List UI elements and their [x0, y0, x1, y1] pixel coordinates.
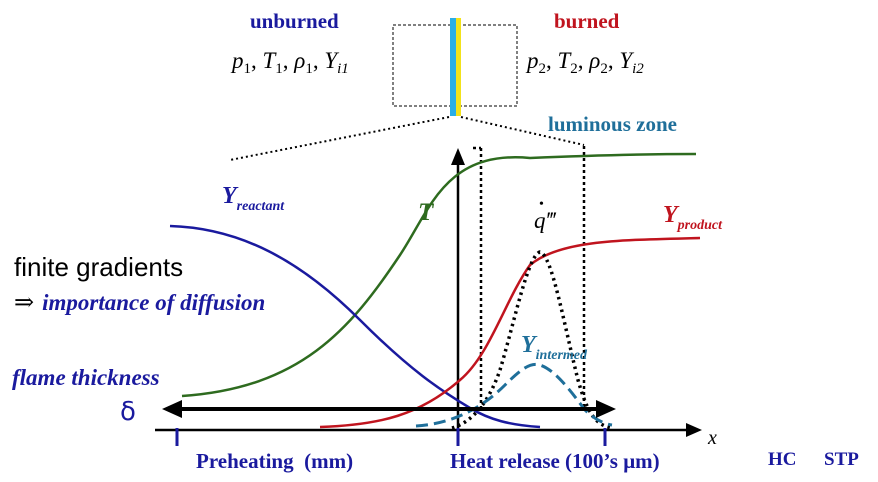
y-product-label: Yproduct: [663, 202, 723, 233]
flame-thickness-arrowhead-left: [162, 400, 182, 418]
heat-release-label-bottom: Heat release (100’s μm): [450, 449, 660, 473]
heat-release-label: q‴: [534, 208, 557, 233]
y-intermed-curve: [415, 362, 613, 428]
y-reactant-label: Yreactant: [222, 183, 285, 214]
flame-sheet-yellow: [456, 18, 461, 116]
flame-sheet-blue: [450, 18, 456, 116]
preheating-label: Preheating (mm): [196, 449, 353, 473]
burned-label: burned: [554, 9, 620, 33]
finite-gradients-text: finite gradients: [14, 252, 183, 282]
q-dot-marker: •: [539, 197, 544, 212]
stp-label: STP: [824, 449, 859, 470]
y-product-curve: [319, 236, 701, 429]
flame-thickness-arrowhead-right: [596, 400, 616, 418]
unburned-state: p1, T1, ρ1, Yi1: [230, 48, 349, 77]
zoom-line-left: [229, 116, 450, 161]
luminous-zone-label: luminous zone: [548, 112, 677, 136]
delta-symbol: δ: [120, 397, 136, 427]
zoom-line-right: [460, 116, 585, 146]
burned-state: p2, T2, ρ2, Yi2: [525, 48, 644, 77]
unburned-label: unburned: [250, 9, 339, 33]
importance-of-diffusion-text: ⇒importance of diffusion: [14, 290, 265, 316]
horizontal-axis-arrowhead: [686, 423, 702, 437]
temperature-label: T: [418, 199, 435, 226]
hc-label: HC: [768, 449, 797, 470]
temperature-curve: [181, 152, 697, 398]
flame-thickness-label: flame thickness: [12, 365, 160, 390]
y-intermed-label: Yintermed: [521, 332, 588, 363]
heat-release-curve: [451, 250, 613, 430]
vertical-axis-arrowhead: [451, 148, 465, 165]
y-reactant-curve: [169, 224, 541, 429]
x-axis-label: x: [707, 427, 717, 449]
